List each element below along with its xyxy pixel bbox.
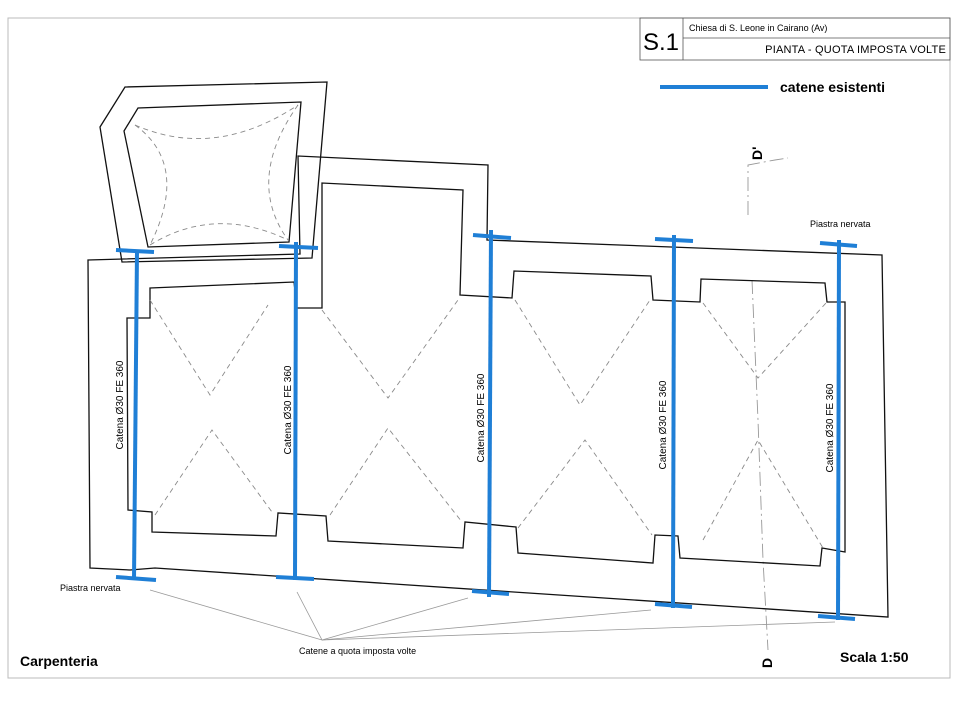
sheet-code: S.1	[643, 29, 679, 56]
chain-3: Catena Ø30 FE 360	[471, 229, 512, 598]
chain-label-2: Catena Ø30 FE 360	[283, 365, 294, 454]
annotations: Piastra nervata Piastra nervata Catene a…	[60, 219, 871, 656]
drawing-category: Carpenteria	[20, 653, 98, 669]
sheet-frame	[7, 17, 951, 679]
chains-note: Catene a quota imposta volte	[299, 646, 416, 656]
vault-groins	[134, 104, 827, 549]
chain-label-1: Catena Ø30 FE 360	[115, 360, 126, 449]
chain-label-3: Catena Ø30 FE 360	[476, 373, 487, 462]
plan-walls	[87, 81, 889, 618]
section-mark-top: D'	[749, 147, 765, 160]
sheet-subtitle: PIANTA - QUOTA IMPOSTA VOLTE	[765, 44, 946, 56]
chain-label-5: Catena Ø30 FE 360	[825, 383, 836, 472]
chain-5: Catena Ø30 FE 360	[817, 239, 858, 621]
chain-2: Catena Ø30 FE 360	[275, 241, 319, 581]
scale-label: Scala 1:50	[840, 649, 909, 665]
section-line: D' D	[747, 147, 789, 668]
church-name: Chiesa di S. Leone in Cairano (Av)	[689, 23, 827, 33]
chains: Catena Ø30 FE 360 Catena Ø30 FE 360 Cate…	[115, 229, 858, 621]
plate-note-top: Piastra nervata	[810, 219, 871, 229]
legend: catene esistenti	[660, 79, 885, 95]
section-mark-bottom: D	[759, 658, 775, 668]
chain-1: Catena Ø30 FE 360	[115, 248, 157, 582]
plate-note-bottom: Piastra nervata	[60, 583, 121, 593]
title-block: S.1 Chiesa di S. Leone in Cairano (Av) P…	[639, 17, 951, 61]
chain-4: Catena Ø30 FE 360	[654, 234, 694, 609]
legend-label: catene esistenti	[780, 79, 885, 95]
chain-label-4: Catena Ø30 FE 360	[658, 380, 669, 469]
